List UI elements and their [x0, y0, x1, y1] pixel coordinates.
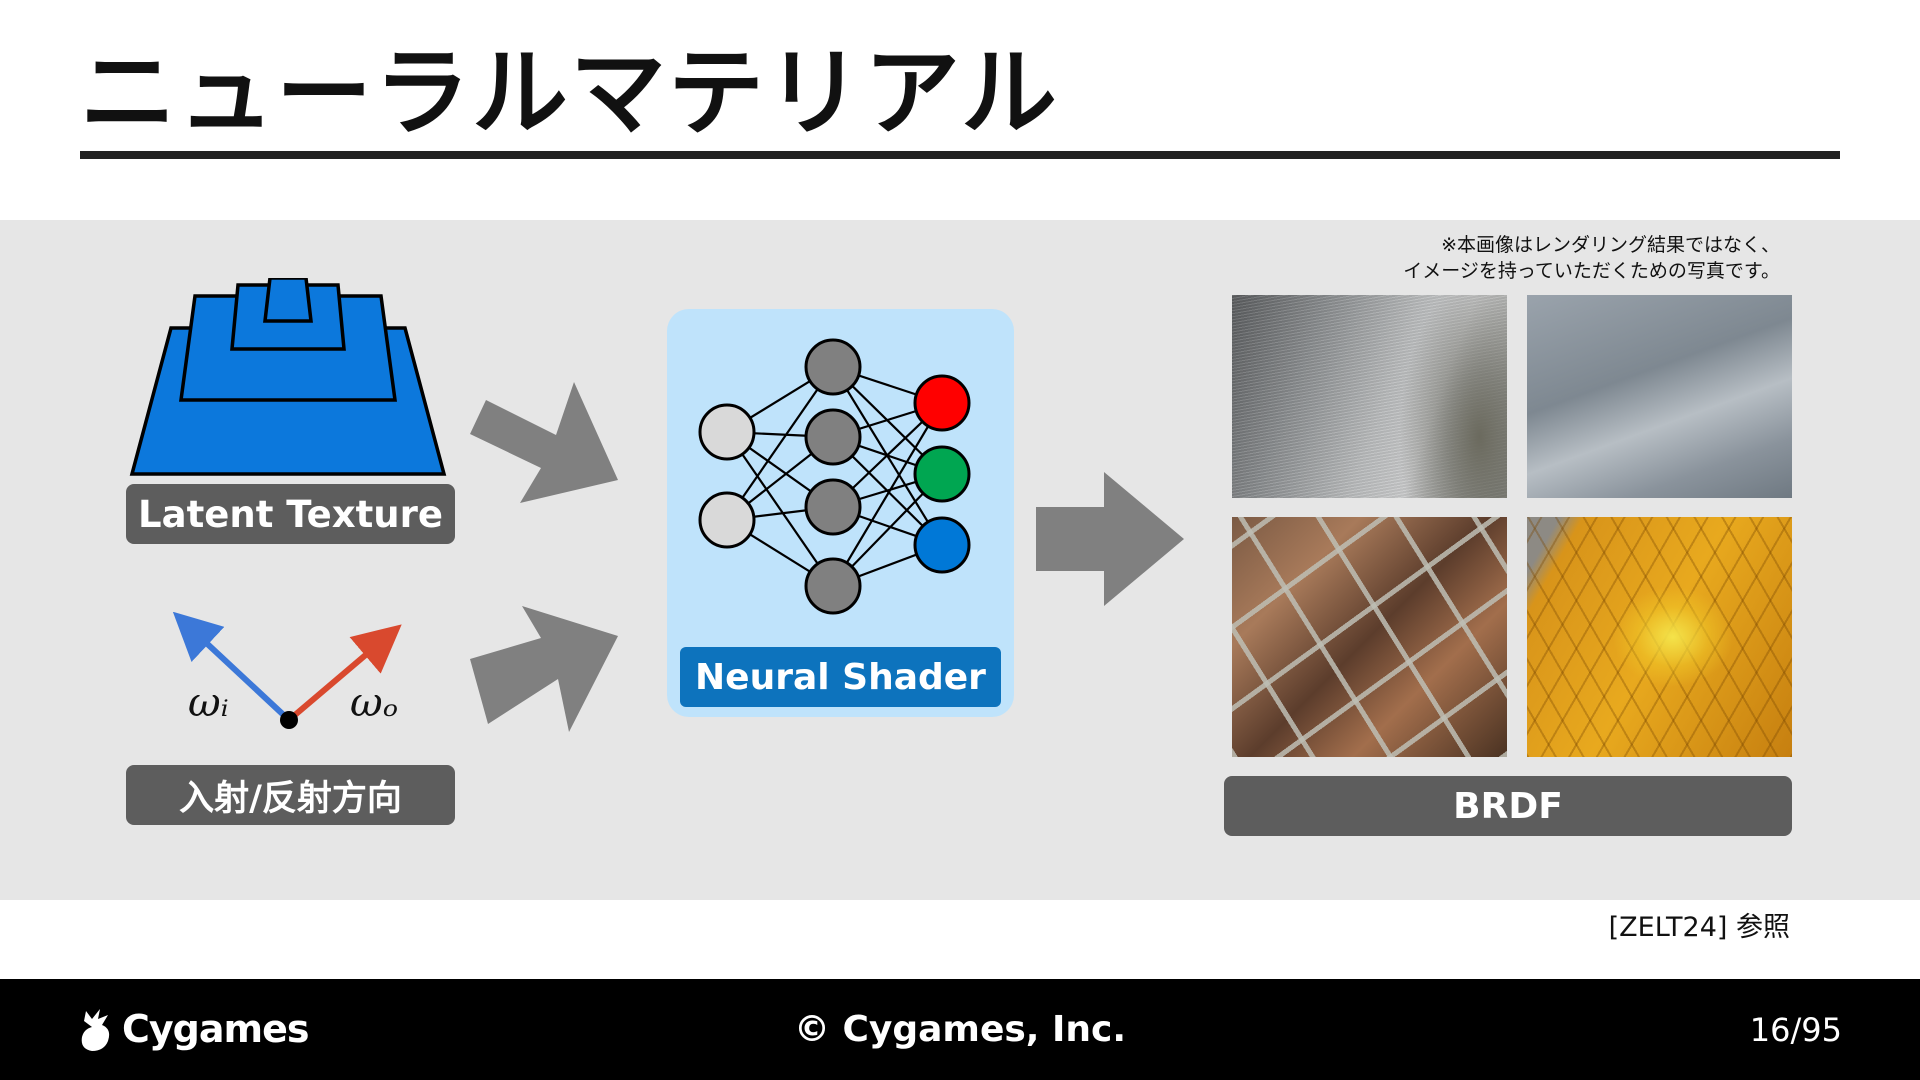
mosaic-tile-photo — [1232, 517, 1507, 757]
photo-disclaimer-line2: イメージを持っていただくための写真です。 — [1403, 260, 1780, 282]
omega-in-label: ωᵢ — [188, 680, 229, 726]
copyright-text: © Cygames, Inc. — [793, 1009, 1127, 1050]
latent-texture-pyramid-icon — [129, 278, 447, 476]
photo-disclaimer: ※本画像はレンダリング結果ではなく、 イメージを持っていただくための写真です。 — [1230, 232, 1780, 284]
cygames-logo-text: Cygames — [122, 1007, 309, 1051]
cygames-logo: Cygames — [78, 999, 309, 1059]
hidden-node — [804, 338, 862, 396]
input-node — [698, 491, 756, 549]
arrow-right-icon — [470, 382, 618, 503]
slide-title: ニューラルマテリアル — [80, 37, 1060, 149]
photo-disclaimer-line1: ※本画像はレンダリング結果ではなく、 — [1441, 234, 1780, 256]
arrow-right-icon — [1036, 472, 1184, 606]
direction-label: 入射/反射方向 — [126, 765, 455, 825]
neural-network-icon — [698, 338, 971, 615]
output-node-blue — [913, 516, 971, 574]
hidden-node — [804, 557, 862, 615]
output-node-red — [913, 374, 971, 432]
arrow-right-icon — [470, 606, 618, 732]
direction-vectors-diagram — [172, 612, 402, 729]
hidden-node — [804, 408, 862, 466]
omega-out-label: ωₒ — [350, 680, 399, 726]
cygames-emblem-icon — [81, 1009, 110, 1051]
brdf-label: BRDF — [1224, 776, 1792, 836]
painted-metal-photo — [1527, 295, 1792, 498]
reflective-film-photo — [1527, 517, 1792, 757]
title-underline — [80, 151, 1840, 159]
footer-bar: Cygames © Cygames, Inc. 16/95 — [0, 979, 1920, 1080]
output-node-green — [913, 445, 971, 503]
input-node — [698, 403, 756, 461]
incoming-vector — [172, 612, 292, 723]
latent-texture-label: Latent Texture — [126, 484, 455, 544]
hidden-node — [804, 478, 862, 536]
reference-note: [ZELT24] 参照 — [1608, 912, 1790, 943]
surface-point — [280, 711, 298, 729]
brushed-metal-photo — [1232, 295, 1507, 498]
outgoing-vector — [287, 624, 402, 723]
page-number: 16/95 — [1749, 1010, 1842, 1049]
neural-shader-label: Neural Shader — [680, 647, 1001, 707]
